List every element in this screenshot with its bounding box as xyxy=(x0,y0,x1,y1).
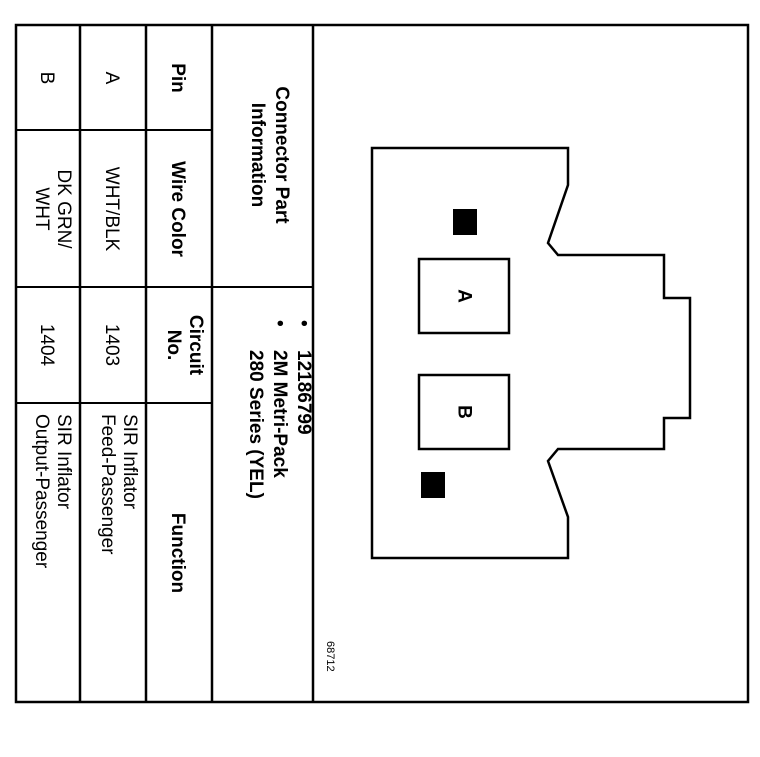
row-a-pin: A xyxy=(101,72,122,85)
row-a-function-line1: SIR Inflator xyxy=(119,414,140,510)
figure-number: 68712 xyxy=(324,641,336,672)
row-a-circuit: 1403 xyxy=(101,324,122,366)
header-circuit-line1: Circuit xyxy=(185,315,206,376)
connector-type-line1: 2M Metri-Pack xyxy=(269,350,290,478)
row-a-function-line2: Feed-Passenger xyxy=(97,414,118,555)
row-b-function-line1: SIR Inflator xyxy=(53,414,74,510)
row-b-function-line2: Output-Passenger xyxy=(31,414,52,569)
part-number: 12186799 xyxy=(293,350,314,435)
outer-frame xyxy=(14,23,750,704)
bullet-type: • xyxy=(269,320,290,327)
row-b-wire-color-line1: DK GRN/ xyxy=(53,169,74,249)
locating-key-bottom xyxy=(421,472,445,498)
cavity-b-label: B xyxy=(454,405,475,419)
row-b-wire-color-line2: WHT xyxy=(31,187,52,231)
row-b-pin: B xyxy=(36,72,57,85)
header-pin: Pin xyxy=(167,63,188,93)
connector-title-line2: Information xyxy=(247,103,268,208)
connector-body-outline xyxy=(370,146,692,560)
header-function: Function xyxy=(167,513,188,593)
header-wire-color: Wire Color xyxy=(167,161,188,257)
cavity-a-label: A xyxy=(454,289,475,303)
cavity-a xyxy=(417,257,511,335)
row-a-wire-color: WHT/BLK xyxy=(101,167,122,252)
locating-key-top xyxy=(453,209,477,235)
header-circuit-line2: No. xyxy=(163,330,184,361)
row-b-circuit: 1404 xyxy=(36,324,57,367)
bullet-part: • xyxy=(293,320,314,327)
cavity-b xyxy=(417,373,511,451)
connector-type-line2: 280 Series (YEL) xyxy=(245,350,266,499)
connector-title-line1: Connector Part xyxy=(271,86,292,224)
